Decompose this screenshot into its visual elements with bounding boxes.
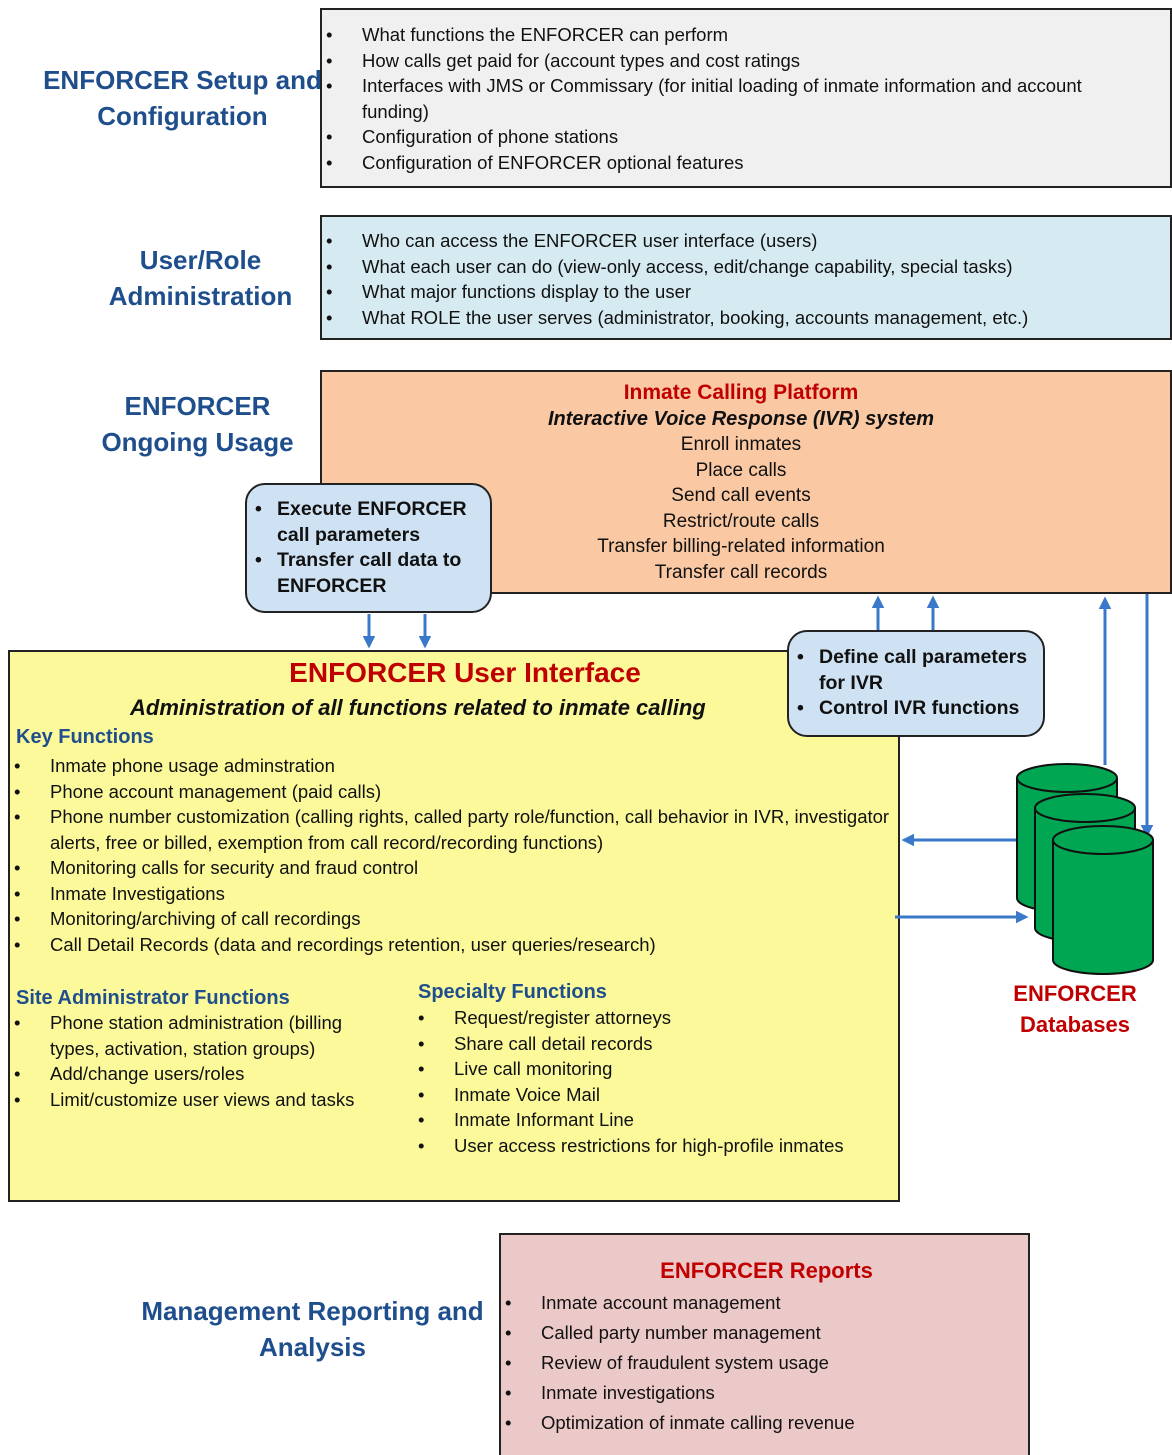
ongoing-usage-label: ENFORCER Ongoing Usage xyxy=(101,391,294,457)
list-item: Add/change users/roles xyxy=(10,1061,395,1087)
platform-line: Place calls xyxy=(695,459,787,481)
list-item: Inmate Informant Line xyxy=(414,1107,854,1133)
site-admin-heading: Site Administrator Functions xyxy=(16,987,290,1009)
platform-title: Inmate Calling Platform xyxy=(623,381,859,404)
list-item: Inmate investigations xyxy=(501,1378,1028,1408)
reports-box: ENFORCER Reports Inmate account manageme… xyxy=(499,1233,1030,1455)
list-item: Control IVR functions xyxy=(789,696,1043,722)
user-interface-box: ENFORCER User Interface Administration o… xyxy=(8,650,900,1202)
list-item: Configuration of phone stations xyxy=(322,124,1150,150)
platform-lines: Enroll inmates Place calls Send call eve… xyxy=(312,432,1170,585)
list-item: Who can access the ENFORCER user interfa… xyxy=(322,228,1160,254)
callout-execute-transfer: Execute ENFORCER call parameters Transfe… xyxy=(245,483,492,613)
list-item: Phone account management (paid calls) xyxy=(10,779,895,805)
list-item: What each user can do (view-only access,… xyxy=(322,254,1160,280)
database-icon xyxy=(1016,763,1154,975)
reports-title: ENFORCER Reports xyxy=(660,1258,873,1283)
list-item: Interfaces with JMS or Commissary (for i… xyxy=(322,73,1150,124)
platform-line: Send call events xyxy=(671,485,811,506)
list-item: How calls get paid for (account types an… xyxy=(322,48,1150,74)
setup-section-label: ENFORCER Setup and Configuration xyxy=(43,65,322,131)
key-functions-heading: Key Functions xyxy=(16,726,154,748)
list-item: Inmate Investigations xyxy=(10,881,895,907)
setup-list: What functions the ENFORCER can perform … xyxy=(322,22,1150,175)
list-item: Phone number customization (calling righ… xyxy=(10,804,895,855)
list-item: Execute ENFORCER call parameters xyxy=(247,497,490,548)
list-item: Define call parameters for IVR xyxy=(789,645,1043,696)
list-item: User access restrictions for high-profil… xyxy=(414,1133,854,1159)
user-role-list: Who can access the ENFORCER user interfa… xyxy=(322,228,1160,330)
list-item: Live call monitoring xyxy=(414,1056,854,1082)
list-item: Monitoring/archiving of call recordings xyxy=(10,906,895,932)
platform-line: Enroll inmates xyxy=(680,434,802,455)
list-item: Share call detail records xyxy=(414,1031,854,1057)
list-item: Optimization of inmate calling revenue xyxy=(501,1408,1028,1438)
site-admin-list: Phone station administration (billing ty… xyxy=(10,1010,395,1112)
list-item: Transfer call data to ENFORCER xyxy=(247,548,490,599)
user-role-box: Who can access the ENFORCER user interfa… xyxy=(320,215,1172,340)
list-item: Review of fraudulent system usage xyxy=(501,1348,1028,1378)
list-item: Call Detail Records (data and recordings… xyxy=(10,932,895,958)
list-item: Inmate phone usage adminstration xyxy=(10,753,895,779)
platform-line: Transfer billing-related information xyxy=(597,536,885,557)
reporting-section-label: Management Reporting and Analysis xyxy=(141,1296,484,1362)
callout-define-control: Define call parameters for IVR Control I… xyxy=(787,630,1045,737)
list-item: Request/register attorneys xyxy=(414,1005,854,1031)
platform-line: Restrict/route calls xyxy=(662,510,820,532)
list-item: What ROLE the user serves (administrator… xyxy=(322,305,1160,331)
reports-list: Inmate account management Called party n… xyxy=(501,1288,1028,1438)
key-functions-list: Inmate phone usage adminstration Phone a… xyxy=(10,753,895,957)
list-item: Called party number management xyxy=(501,1318,1028,1348)
specialty-functions-heading: Specialty Functions xyxy=(418,981,607,1003)
list-item: Inmate Voice Mail xyxy=(414,1082,854,1108)
user-role-section-label: User/Role Administration xyxy=(108,245,293,311)
platform-subtitle: Interactive Voice Response (IVR) system xyxy=(547,408,935,430)
list-item: Monitoring calls for security and fraud … xyxy=(10,855,895,881)
list-item: Limit/customize user views and tasks xyxy=(10,1087,395,1113)
list-item: Inmate account management xyxy=(501,1288,1028,1318)
platform-line: Transfer call records xyxy=(654,561,828,583)
list-item: What functions the ENFORCER can perform xyxy=(322,22,1150,48)
databases-label: ENFORCER Databases xyxy=(1013,981,1137,1037)
setup-box: What functions the ENFORCER can perform … xyxy=(320,8,1172,188)
user-interface-title: ENFORCER User Interface xyxy=(289,657,641,688)
specialty-functions-list: Request/register attorneys Share call de… xyxy=(414,1005,854,1158)
list-item: What major functions display to the user xyxy=(322,279,1160,305)
list-item: Configuration of ENFORCER optional featu… xyxy=(322,150,1150,176)
list-item: Phone station administration (billing ty… xyxy=(10,1010,395,1061)
user-interface-subtitle: Administration of all functions related … xyxy=(130,695,706,720)
